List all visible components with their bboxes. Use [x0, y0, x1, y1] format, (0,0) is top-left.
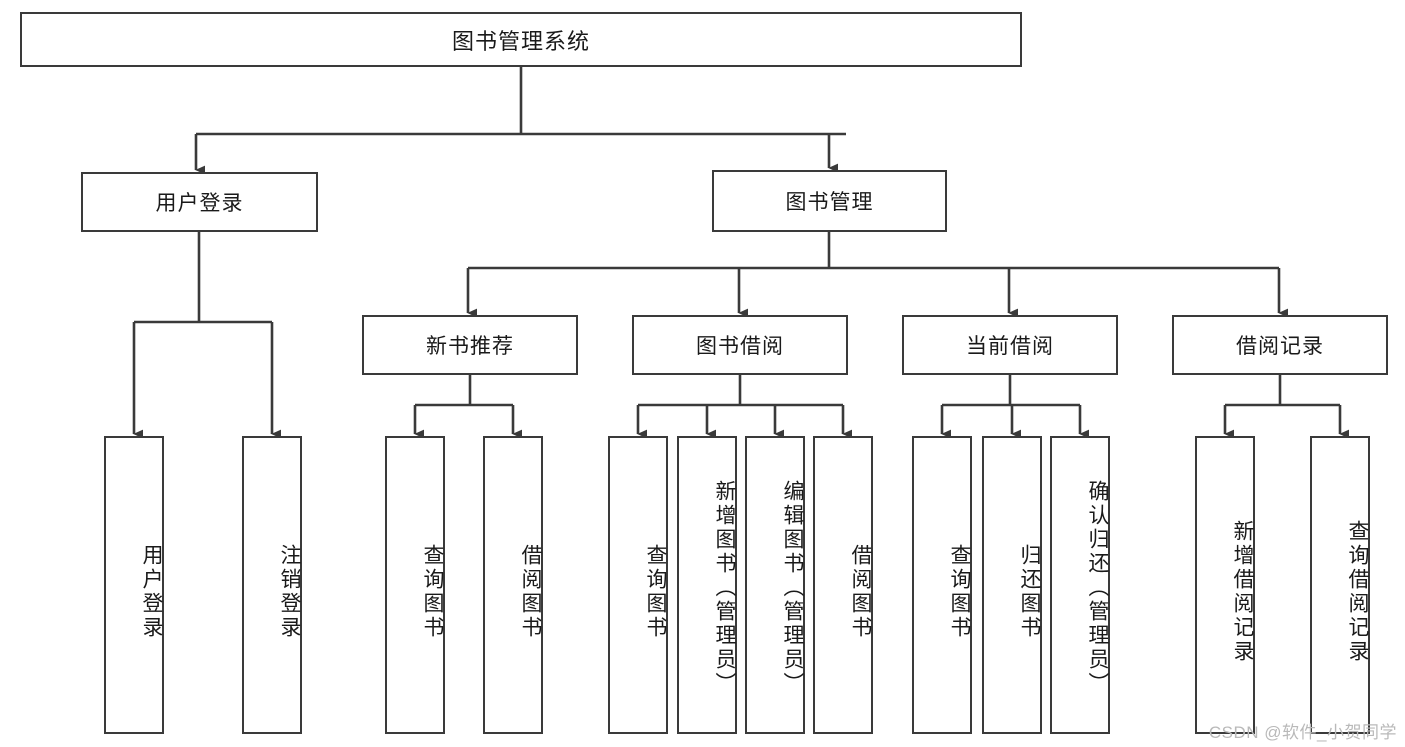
leaf-book-borrow-add[interactable]: 新增图书（管理员）	[677, 436, 737, 734]
node-label: 查询借阅记录	[1346, 520, 1369, 664]
node-borrow-record[interactable]: 借阅记录	[1172, 315, 1388, 375]
node-label: 用户登录	[140, 544, 163, 640]
node-label: 借阅记录	[1236, 335, 1324, 358]
leaf-book-borrow-borrow[interactable]: 借阅图书	[813, 436, 873, 734]
node-label: 编辑图书（管理员）	[781, 480, 804, 696]
node-label: 借阅图书	[849, 544, 872, 640]
node-label: 查询图书	[421, 544, 444, 640]
leaf-new-book-borrow[interactable]: 借阅图书	[483, 436, 543, 734]
leaf-new-book-query[interactable]: 查询图书	[385, 436, 445, 734]
leaf-borrow-record-query[interactable]: 查询借阅记录	[1310, 436, 1370, 734]
node-label: 图书管理系统	[451, 28, 590, 54]
leaf-current-borrow-return[interactable]: 归还图书	[982, 436, 1042, 734]
csdn-watermark: CSDN @软件_小贺同学	[1208, 723, 1397, 742]
leaf-user-login-login[interactable]: 用户登录	[104, 436, 164, 734]
node-label: 新书推荐	[426, 335, 514, 358]
leaf-book-borrow-edit[interactable]: 编辑图书（管理员）	[745, 436, 805, 734]
node-label: 图书管理	[785, 191, 874, 214]
leaf-user-login-logout[interactable]: 注销登录	[242, 436, 302, 734]
node-label: 图书借阅	[696, 335, 784, 358]
leaf-current-borrow-confirm-return[interactable]: 确认归还（管理员）	[1050, 436, 1110, 734]
node-label: 新增图书（管理员）	[713, 480, 736, 696]
node-label: 查询图书	[948, 544, 971, 640]
node-label: 查询图书	[644, 544, 667, 640]
node-label: 借阅图书	[519, 544, 542, 640]
node-current-borrow[interactable]: 当前借阅	[902, 315, 1118, 375]
node-label: 新增借阅记录	[1231, 520, 1254, 664]
node-new-book-recommend[interactable]: 新书推荐	[362, 315, 578, 375]
node-root-book-management-system[interactable]: 图书管理系统	[20, 12, 1022, 67]
leaf-book-borrow-query[interactable]: 查询图书	[608, 436, 668, 734]
leaf-current-borrow-query[interactable]: 查询图书	[912, 436, 972, 734]
node-label: 注销登录	[278, 544, 301, 640]
node-label: 用户登录	[155, 192, 244, 215]
node-book-management[interactable]: 图书管理	[712, 170, 947, 232]
node-label: 确认归还（管理员）	[1086, 480, 1109, 696]
node-label: 当前借阅	[966, 335, 1054, 358]
node-label: 归还图书	[1018, 544, 1041, 640]
node-book-borrow[interactable]: 图书借阅	[632, 315, 848, 375]
node-user-login[interactable]: 用户登录	[81, 172, 318, 232]
leaf-borrow-record-add[interactable]: 新增借阅记录	[1195, 436, 1255, 734]
